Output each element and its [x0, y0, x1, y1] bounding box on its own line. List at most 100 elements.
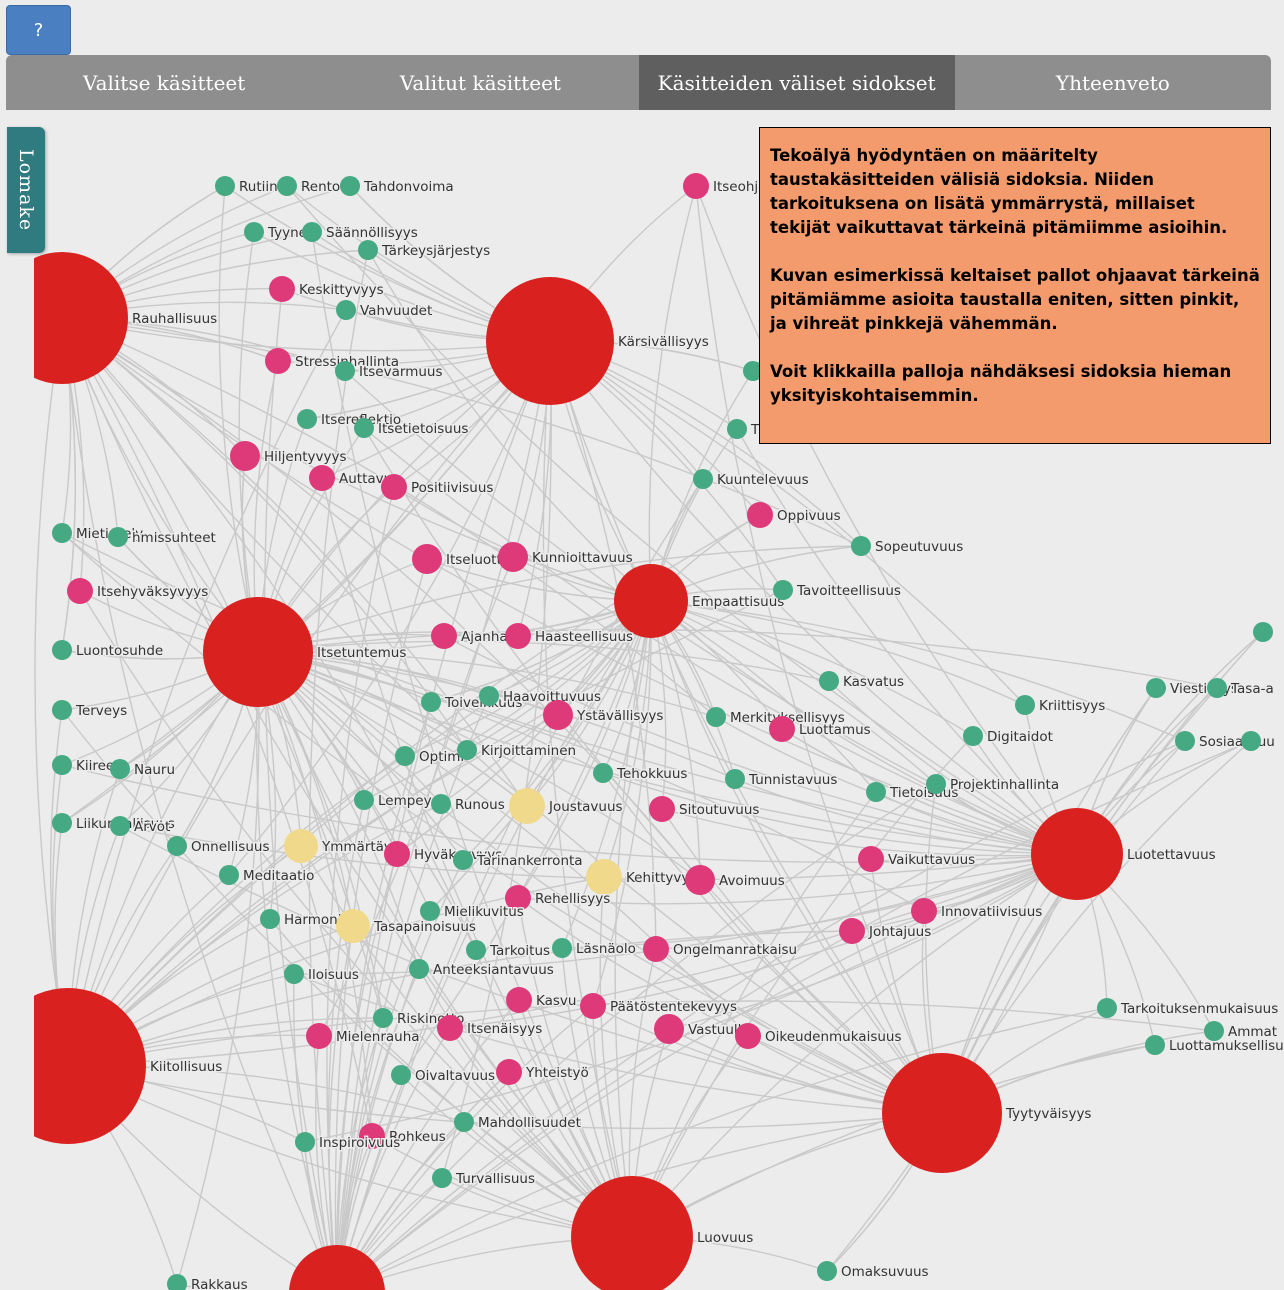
node-circle[interactable]	[735, 1023, 761, 1049]
node-circle[interactable]	[203, 597, 313, 707]
node-kehittyvyys[interactable]: Kehittyvyys	[586, 859, 706, 895]
node-rehellisyys[interactable]: Rehellisyys	[505, 885, 612, 911]
node-projektinhallinta[interactable]: Projektinhallinta	[926, 774, 1061, 795]
node-tunnistavuus[interactable]: Tunnistavuus	[725, 769, 839, 790]
node-circle[interactable]	[479, 686, 499, 706]
node-circle[interactable]	[67, 578, 93, 604]
node-circle[interactable]	[354, 418, 374, 438]
node-tahdonvoima[interactable]: Tahdonvoima	[340, 176, 455, 197]
node-circle[interactable]	[486, 277, 614, 405]
node-kunnioittavuus[interactable]: Kunnioittavuus	[498, 542, 634, 572]
node-vastuullisuus[interactable]: Vastuulli	[654, 1014, 747, 1044]
node-circle[interactable]	[552, 938, 572, 958]
node-circle[interactable]	[1241, 731, 1261, 751]
node-circle[interactable]	[593, 763, 613, 783]
node-innovatiivisuus[interactable]: Innovatiivisuus	[911, 898, 1044, 924]
node-circle[interactable]	[269, 276, 295, 302]
tab-summary[interactable]: Yhteenveto	[1055, 70, 1170, 95]
node-circle[interactable]	[466, 940, 486, 960]
node-tarkoitus[interactable]: Tarkoitus	[466, 940, 552, 961]
node-onnellisuus[interactable]: Onnellisuus	[167, 836, 271, 857]
node-kasvatus[interactable]: Kasvatus	[819, 671, 906, 692]
node-circle[interactable]	[457, 740, 477, 760]
node-circle[interactable]	[432, 1168, 452, 1188]
node-keskittyvyys[interactable]: Keskittyvyys	[269, 276, 385, 302]
node-itseohjautuvuus[interactable]: Itseohja	[683, 173, 768, 199]
node-circle[interactable]	[858, 846, 884, 872]
node-itseluottamus[interactable]: Itseluotta	[412, 544, 512, 574]
node-circle[interactable]	[963, 726, 983, 746]
node-circle[interactable]	[34, 988, 146, 1144]
node-circle[interactable]	[685, 865, 715, 895]
node-circle[interactable]	[336, 300, 356, 320]
node-harmonia[interactable]: Harmoni	[260, 909, 343, 930]
node-empaattisuus[interactable]: Empaattisuus	[614, 564, 786, 638]
node-hiljentyvyys[interactable]: Hiljentyvyys	[230, 441, 348, 471]
node-rohkeus[interactable]: Rohkeus	[359, 1123, 447, 1149]
node-arvot[interactable]: Arvot	[110, 816, 172, 837]
node-circle[interactable]	[643, 936, 669, 962]
node-oivaltavuus[interactable]: Oivaltavuus	[391, 1065, 497, 1086]
node-sopeutuvuus[interactable]: Sopeutuvuus	[851, 536, 965, 557]
node-tarinankerronta[interactable]: Tarinankerronta	[453, 850, 584, 871]
node-ystavallisyys[interactable]: Ystävällisyys	[543, 700, 665, 730]
node-itsehyvaksyvyys[interactable]: Itsehyväksyvyys	[67, 578, 210, 604]
node-kirjoittaminen[interactable]: Kirjoittaminen	[457, 740, 578, 761]
node-circle[interactable]	[306, 1023, 332, 1049]
node-circle[interactable]	[725, 769, 745, 789]
node-circle[interactable]	[52, 640, 72, 660]
node-circle[interactable]	[649, 796, 675, 822]
node-circle[interactable]	[420, 901, 440, 921]
node-tarkeysjarjestys[interactable]: Tärkeysjärjestys	[358, 240, 492, 261]
node-circle[interactable]	[309, 465, 335, 491]
node-circle[interactable]	[505, 885, 531, 911]
node-circle[interactable]	[1146, 678, 1166, 698]
node-mahdollisuudet[interactable]: Mahdollisuudet	[454, 1112, 582, 1133]
help-button[interactable]: ?	[6, 5, 71, 55]
node-optimismi[interactable]: Optimi	[395, 746, 466, 767]
node-tavoitteellisuus[interactable]: Tavoitteellisuus	[773, 580, 902, 601]
node-vahvuudet[interactable]: Vahvuudet	[336, 300, 434, 321]
node-circle[interactable]	[230, 441, 260, 471]
node-circle[interactable]	[498, 542, 528, 572]
node-luotettavuus[interactable]: Luotettavuus	[1031, 808, 1217, 900]
node-mietiskely[interactable]: Mietiskely	[52, 523, 145, 544]
node-circle[interactable]	[167, 1274, 187, 1290]
node-circle[interactable]	[911, 898, 937, 924]
node-circle[interactable]	[110, 759, 130, 779]
node-liikunnallisuus[interactable]: Liikunnallisuus	[52, 813, 176, 834]
node-circle[interactable]	[1031, 808, 1123, 900]
node-circle[interactable]	[52, 700, 72, 720]
node-mielenrauha[interactable]: Mielenrauha	[306, 1023, 421, 1049]
node-joustavuus[interactable]: Joustavuus	[509, 788, 624, 824]
node-tyytyvaisyys[interactable]: Tyytyväisyys	[882, 1053, 1093, 1173]
node-oppivuus[interactable]: Oppivuus	[747, 502, 842, 528]
node-sitoutuvuus[interactable]: Sitoutuvuus	[649, 796, 761, 822]
node-circle[interactable]	[336, 909, 370, 943]
node-circle[interactable]	[706, 707, 726, 727]
node-rauhallisuus[interactable]: Rauhallisuus	[34, 252, 219, 384]
node-circle[interactable]	[543, 700, 573, 730]
node-iloisuus[interactable]: Iloisuus	[284, 964, 360, 985]
node-ajanhallinta[interactable]: Ajanhal	[431, 623, 513, 649]
node-circle[interactable]	[52, 813, 72, 833]
node-circle[interactable]	[302, 222, 322, 242]
node-edge3[interactable]	[1241, 731, 1261, 751]
node-circle[interactable]	[747, 502, 773, 528]
node-circle[interactable]	[839, 918, 865, 944]
node-circle[interactable]	[1097, 998, 1117, 1018]
node-circle[interactable]	[373, 1008, 393, 1028]
node-circle[interactable]	[277, 176, 297, 196]
node-circle[interactable]	[110, 816, 130, 836]
node-saannollisyys[interactable]: Säännöllisyys	[302, 222, 419, 243]
node-circle[interactable]	[453, 850, 473, 870]
node-rutiinit[interactable]: Rutiinit	[215, 176, 288, 197]
node-auttavuus[interactable]: Auttavu	[309, 465, 394, 491]
node-circle[interactable]	[571, 1176, 693, 1290]
node-avoimuus[interactable]: Avoimuus	[685, 865, 786, 895]
node-mielikuvitus[interactable]: Mielikuvitus	[420, 901, 525, 922]
node-circle[interactable]	[509, 788, 545, 824]
node-rakkauslabel[interactable]: Rakkaus	[167, 1274, 249, 1290]
node-positiivisuus[interactable]: Positiivisuus	[381, 474, 495, 500]
node-circle[interactable]	[289, 1245, 385, 1290]
